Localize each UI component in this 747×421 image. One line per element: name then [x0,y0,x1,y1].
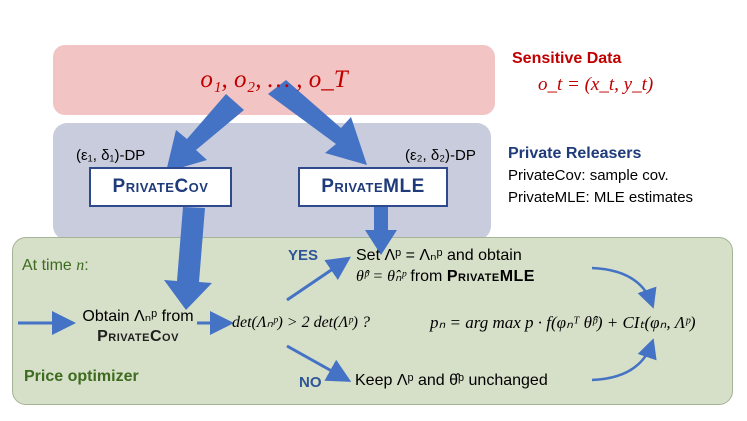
yes-label: YES [288,247,319,264]
set-line-2-math: θ̂ᵖ = θ̂ₙᵖ [356,268,406,285]
arrow-to-privatemle [268,80,367,165]
sensitive-data-box [53,45,495,115]
dp-left-label: (ε₁, δ₁)-DP [76,147,146,164]
arrow-to-privatecov [166,94,244,172]
arrow-no [286,344,352,382]
arrow-set-to-price [591,266,657,309]
time-label-prefix: At time [22,257,77,274]
dp-right-label: (ε₂, δ₂)-DP [405,147,476,164]
privatemle-button[interactable]: PrivateMLE [298,167,448,207]
sensitive-data-title: Sensitive Data [512,50,622,67]
observations-sequence: o₁, o₂, … , o_T [200,66,348,93]
time-label: At time n: [22,257,89,275]
set-line-2-text: from [405,268,447,285]
obtain-line-2: PrivateCov [97,328,179,345]
arrow-mle-to-set [365,207,397,255]
time-label-var: n [76,257,85,274]
arrow-keep-to-price [591,338,657,382]
sensitive-data-formula: o_t = (x_t, y_t) [538,74,654,95]
set-line-2: θ̂ᵖ = θ̂ₙᵖ from PrivateMLE [356,266,535,286]
arrow-cov-to-obtain [164,207,212,310]
obtain-line-1: Obtain Λₙᵖ from [82,308,194,325]
privatecov-description: PrivateCov: sample cov. [508,167,669,184]
time-label-suffix: : [84,257,89,274]
price-optimizer-label: Price optimizer [24,368,139,385]
set-line-2-sc: PrivateMLE [446,268,535,285]
privatemle-description: PrivateMLE: MLE estimates [508,189,694,206]
condition-expression: det(Λₙᵖ) > 2 det(Λᵖ) ? [232,314,370,331]
arrow-yes [286,256,351,302]
obtain-step: Obtain Λₙᵖ from PrivateCov [78,307,198,347]
no-label: NO [299,374,322,391]
private-releasers-title: Private Releasers [508,145,642,162]
keep-line: Keep Λᵖ and θ̂ᵖ unchanged [355,372,548,389]
set-line-1: Set Λᵖ = Λₙᵖ and obtain [356,247,522,264]
price-formula: pₙ = arg max p · f(φₙᵀ θ̂ᵖ) + CIₜ(φₙ, Λᵖ… [430,313,696,332]
privatecov-button[interactable]: PrivateCov [89,167,232,207]
